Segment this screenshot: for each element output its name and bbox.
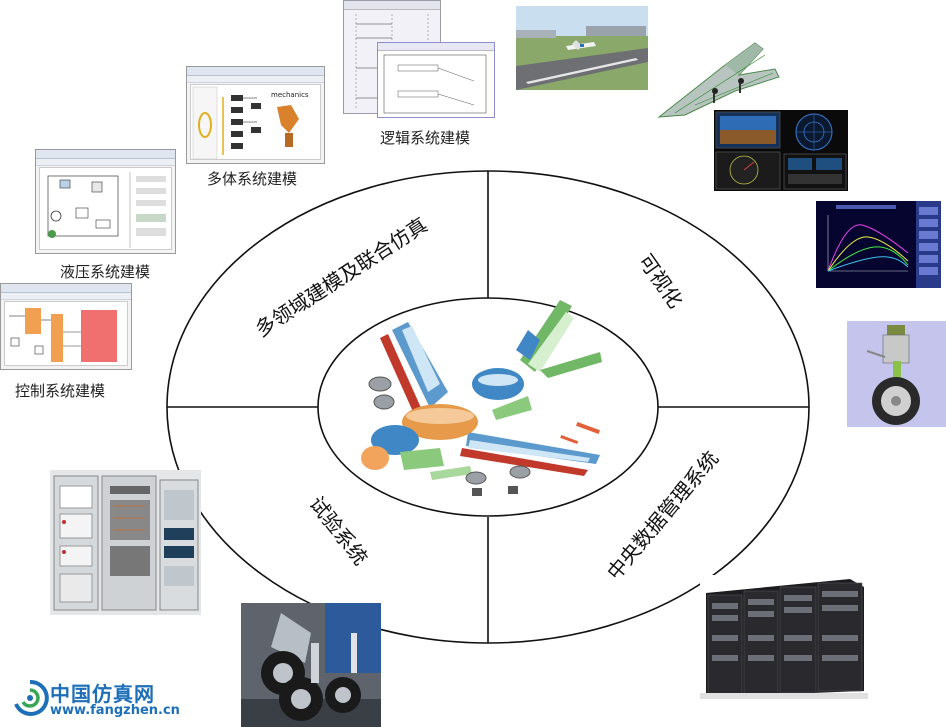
curve-plot-display — [816, 201, 941, 288]
site-logo[interactable]: 中国仿真网 www.fangzhen.cn — [10, 676, 180, 724]
fighter-jet-model — [655, 35, 790, 122]
cockpit-instruments-display — [714, 110, 848, 191]
central-data-server-racks — [700, 575, 868, 699]
logo-name: 中国仿真网 — [50, 682, 155, 706]
test-rig-cabinet-photo — [50, 470, 201, 615]
landing-gear-3d-model — [847, 321, 946, 427]
landing-gear-test-photo — [241, 603, 381, 727]
multibody-model-screenshot: mechanics — [186, 66, 325, 164]
multibody-screen-label: mechanics — [271, 91, 309, 99]
control-model-screenshot — [0, 283, 132, 370]
quadrant-label-visualization: 可视化 — [634, 250, 688, 313]
swirl-logo-icon — [14, 679, 49, 716]
caption-hydraulic: 液压系统建模 — [60, 263, 151, 281]
logo-url: www.fangzhen.cn — [50, 703, 180, 718]
hydraulic-model-screenshot — [35, 149, 176, 254]
quadrant-label-test-system: 试验系统 — [304, 492, 372, 570]
inner-ellipse — [317, 297, 659, 517]
caption-control: 控制系统建模 — [15, 382, 106, 400]
airport-3d-scene — [516, 6, 648, 90]
logic-model-screenshot — [343, 0, 495, 118]
caption-multibody: 多体系统建模 — [207, 170, 298, 188]
caption-logic: 逻辑系统建模 — [380, 129, 471, 147]
exploded-aircraft-illustration — [361, 300, 602, 496]
